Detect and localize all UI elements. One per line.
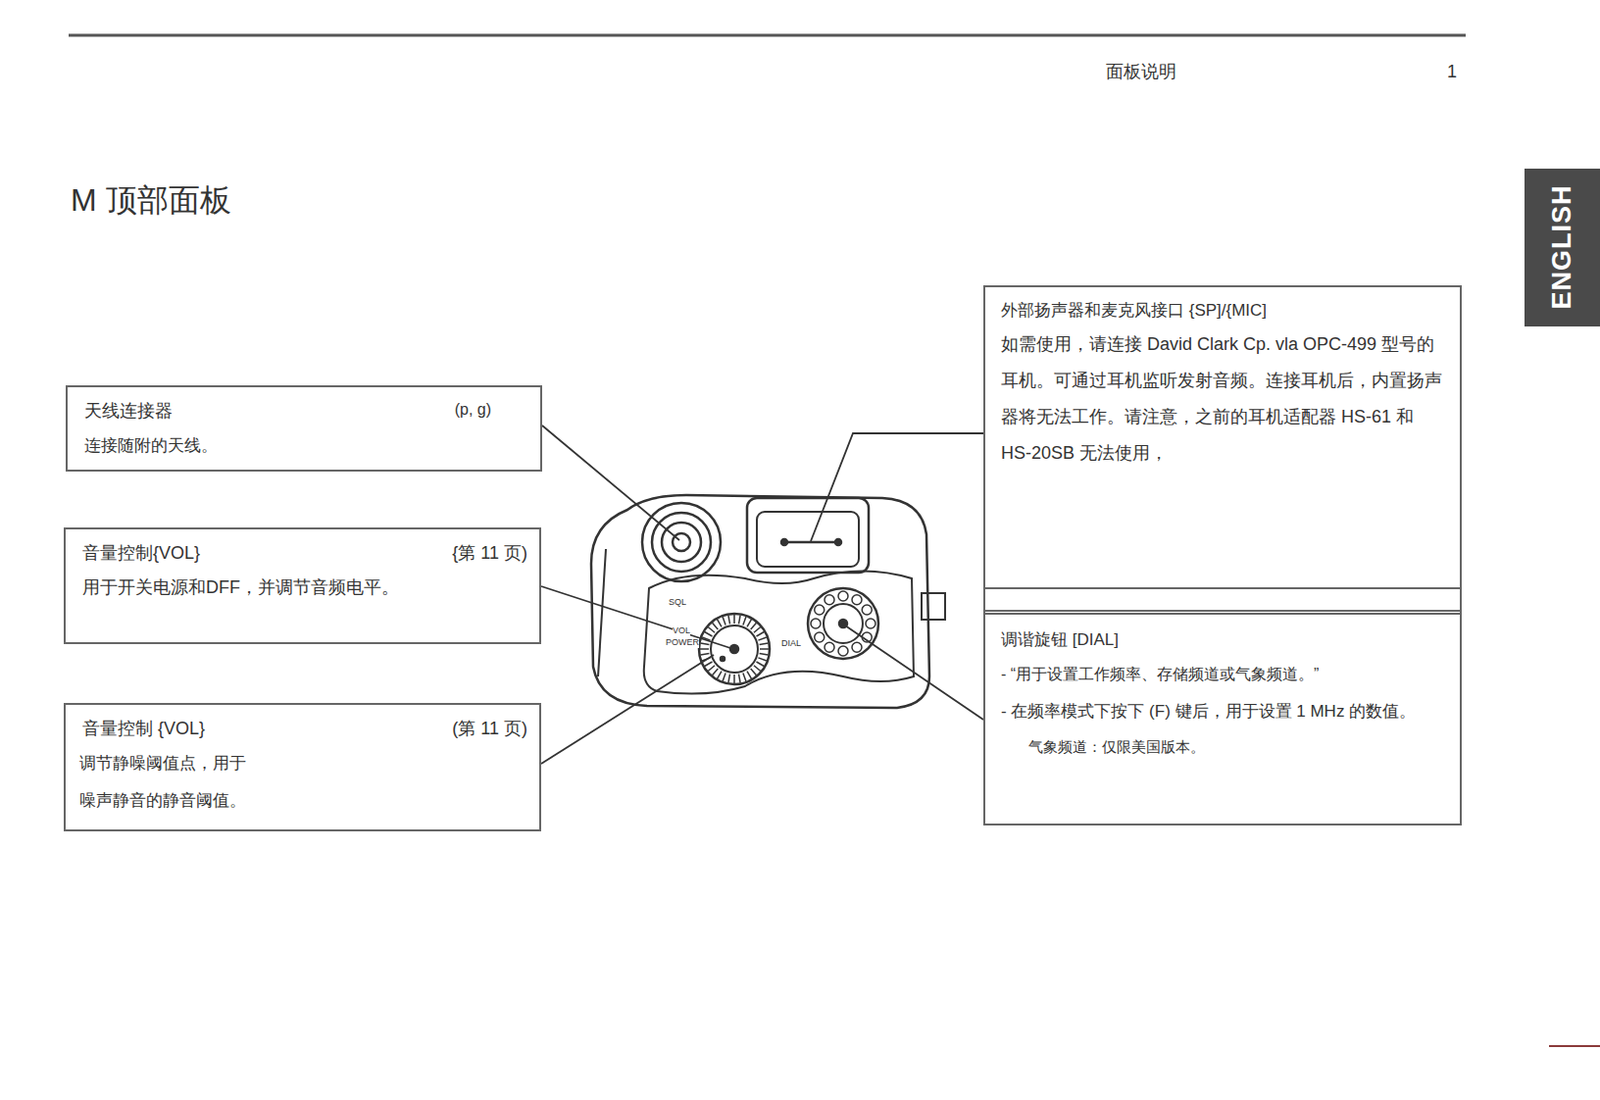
corner-rule [1549,1045,1600,1048]
leader-lines [541,425,984,764]
language-tab: ENGLISH [1524,168,1600,327]
page-ref: (第 11 页) [451,716,528,742]
running-header: 面板说明 [1105,62,1177,83]
radio-top-drawing [591,495,946,708]
knob-label: SQL [668,598,687,608]
page-ref: {第 11 页) [451,541,528,566]
top-rule [68,34,1466,38]
knob-label: VOL [672,626,691,637]
note: 气象频道：仅限美国版本。 [1028,736,1441,757]
body-text: - “用于设置工作频率、存储频道或气象频道。” [1000,663,1449,686]
page-number: 1 [1447,62,1457,83]
heading: 调谐旋钮 [DIAL] [1000,628,1445,652]
callout-box: 音量控制 {VOL}(第 11 页)调节静噪阈值点，用于 噪声静音的静音阈值。 [63,702,542,832]
body-text: 用于开关电源和DFF，并调节音频电平。 [82,575,524,600]
tab-label: ENGLISH [1547,184,1578,309]
callout-box: 天线连接器(p, g)连接随附的天线。 [65,385,543,472]
callout-box: 外部扬声器和麦克风接口 {SP]/{MIC] 如需使用，请连接 David Cla… [983,285,1462,590]
body-text: 连接随附的天线。 [84,434,525,458]
body-text: 如需使用，请连接 David Clark Cp. vla OPC-499 型号的… [1000,326,1445,472]
page-title: M 顶部面板 [70,179,232,223]
body-text: - 在频率模式下按下 (F) 键后，用于设置 1 MHz 的数值。 [1000,700,1449,724]
page-ref: (p, g) [454,399,492,421]
body-text: 调节静噪阈值点，用于 噪声静音的静音阈值。 [79,745,252,820]
callout-box: 调谐旋钮 [DIAL] - “用于设置工作频率、存储频道或气象频道。” - 在频率模… [983,612,1462,826]
knob-label: POWER [665,638,700,649]
callout-box: 音量控制{VOL}{第 11 页)用于开关电源和DFF，并调节音频电平。 [63,527,542,645]
knob-label: DIAL [781,639,801,650]
heading: 外部扬声器和麦克风接口 {SP]/{MIC] [1000,299,1445,323]
